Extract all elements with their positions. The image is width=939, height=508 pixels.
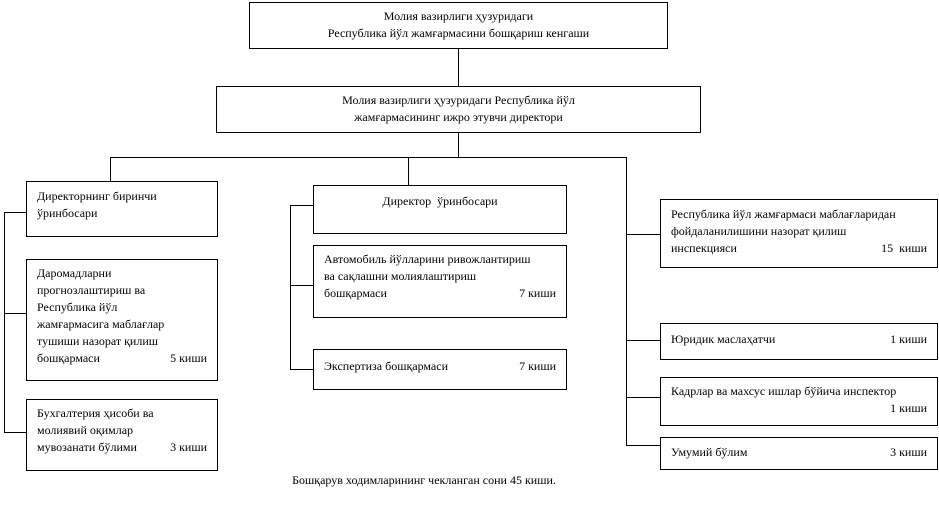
inspection-line: инспекцияси (671, 241, 737, 255)
accounting-box: Бухгалтерия ҳисоби ва молиявий оқимлар м… (26, 399, 218, 471)
accounting-line: мувозанати бўлими (37, 440, 137, 454)
staff-count: 1 киши (890, 332, 927, 346)
deputy-director-box: Директор ўринбосари (313, 185, 567, 234)
first-deputy-box: Директорнинг биринчи ўринбосари (26, 181, 218, 237)
staff-count: 15 киши (881, 241, 927, 255)
revenue-forecasting-box: Даромадларни прогнозлаштириш ва Республи… (26, 259, 218, 381)
staff-count: 3 киши (170, 440, 207, 454)
inspection-line: фойдаланилишини назорат қилиш (671, 224, 847, 238)
road-financing-line: Автомобиль йўлларини ривожлантириш (324, 252, 531, 266)
general-department-label: Умумий бўлим (671, 445, 748, 459)
executive-director-line1: Молия вазирлиги ҳузуридаги Республика йў… (342, 93, 575, 107)
revenue-line: тушиши назорат қилиш (37, 334, 158, 348)
first-deputy-line1: Директорнинг биринчи (37, 189, 157, 203)
revenue-line: жамғармасига маблағлар (37, 317, 165, 331)
accounting-line: молиявий оқимлар (37, 423, 134, 437)
staff-count: 5 киши (170, 351, 207, 365)
staff-count: 3 киши (890, 445, 927, 459)
executive-director-line2: жамғармасининг ижро этувчи директори (354, 110, 563, 124)
staff-count: 1 киши (890, 401, 927, 415)
expertise-box: Экспертиза бошқармаси 7 киши (313, 349, 567, 390)
hr-inspector-label: Кадрлар ва махсус ишлар бўйича инспектор (671, 384, 897, 398)
road-financing-box: Автомобиль йўлларини ривожлантириш ва са… (313, 245, 567, 318)
road-financing-line: ва сақлашни молиялаштириш (324, 269, 477, 283)
executive-director-box: Молия вазирлиги ҳузуридаги Республика йў… (216, 86, 701, 133)
revenue-line: Даромадларни (37, 266, 112, 280)
accounting-line: Бухгалтерия ҳисоби ва (37, 406, 154, 420)
staff-count: 7 киши (519, 286, 556, 300)
fund-board-line1: Молия вазирлиги ҳузуридаги (383, 9, 534, 23)
revenue-line: Республика йўл (37, 300, 118, 314)
road-financing-line: бошқармаси (324, 286, 387, 300)
deputy-director-label: Директор ўринбосари (382, 194, 498, 208)
inspection-box: Республика йўл жамғармаси маблағларидан … (660, 199, 938, 268)
legal-advisor-box: Юридик маслаҳатчи 1 киши (660, 323, 938, 360)
inspection-line: Республика йўл жамғармаси маблағларидан (671, 207, 896, 221)
staff-total-note: Бошқарув ходимларининг чекланган сони 45… (292, 473, 556, 487)
revenue-line: прогнозлаштириш ва (37, 283, 146, 297)
expertise-label: Экспертиза бошқармаси (324, 359, 449, 373)
first-deputy-line2: ўринбосари (37, 206, 98, 220)
hr-inspector-box: Кадрлар ва махсус ишлар бўйича инспектор… (660, 377, 938, 426)
staff-count: 7 киши (519, 359, 556, 373)
revenue-line: бошқармаси (37, 351, 100, 365)
fund-board-line2: Республика йўл жамғармасини бошқариш кен… (327, 26, 590, 40)
general-department-box: Умумий бўлим 3 киши (660, 437, 938, 470)
legal-advisor-label: Юридик маслаҳатчи (671, 332, 776, 346)
fund-board-box: Молия вазирлиги ҳузуридаги Республика йў… (249, 2, 668, 49)
